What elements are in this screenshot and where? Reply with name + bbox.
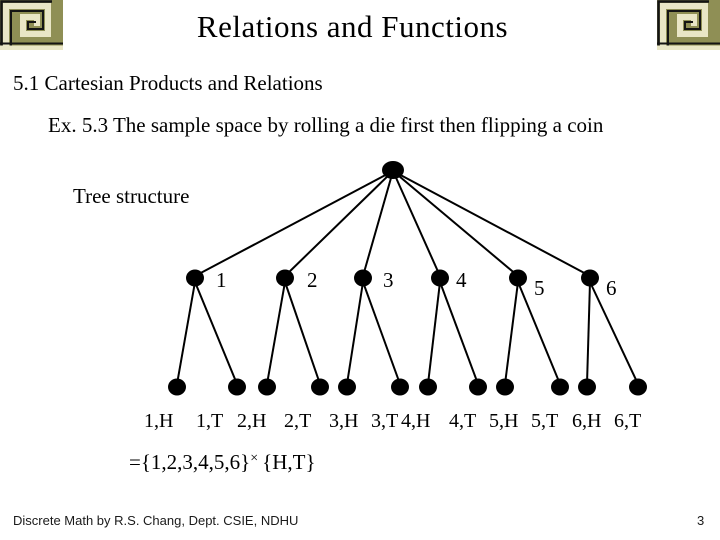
tree-node-label: 1 bbox=[216, 268, 227, 292]
greek-key-corner-icon bbox=[657, 0, 720, 50]
section-heading: 5.1 Cartesian Products and Relations bbox=[13, 71, 323, 95]
tree-structure-label: Tree structure bbox=[73, 184, 190, 208]
tree-level2-nodes bbox=[186, 269, 599, 287]
tree-root-node bbox=[382, 161, 404, 179]
tree-node-label: 3 bbox=[383, 268, 394, 292]
set-notation-lhs: ={1,2,3,4,5,6} bbox=[129, 450, 251, 474]
tree-node-label: 5 bbox=[534, 276, 545, 300]
leaf-label: 1,T bbox=[196, 410, 224, 432]
footer-credit: Discrete Math by R.S. Chang, Dept. CSIE,… bbox=[13, 513, 299, 528]
leaf-label: 5,H bbox=[489, 410, 519, 432]
tree-node-label: 4 bbox=[456, 268, 467, 292]
tree-node-label: 2 bbox=[307, 268, 318, 292]
example-heading: Ex. 5.3 The sample space by rolling a di… bbox=[48, 113, 604, 137]
tree-leaf-edges bbox=[176, 281, 639, 385]
tree-leaf-nodes bbox=[168, 378, 647, 396]
slide-title: Relations and Functions bbox=[196, 9, 509, 44]
page-number: 3 bbox=[697, 513, 705, 528]
leaf-label: 1,H bbox=[144, 410, 174, 432]
leaf-label: 5,T bbox=[531, 410, 559, 432]
greek-key-right-svg bbox=[657, 0, 720, 50]
tree-node-label: 6 bbox=[606, 276, 617, 300]
leaf-label: 6,T bbox=[614, 410, 642, 432]
leaf-label: 3,H bbox=[329, 410, 359, 432]
leaf-label: 6,H bbox=[572, 410, 602, 432]
leaf-label: 4,H bbox=[401, 410, 431, 432]
set-notation: ={1,2,3,4,5,6}×{H,T} bbox=[129, 450, 316, 475]
tree-root-edges bbox=[194, 170, 591, 277]
leaf-label: 4,T bbox=[449, 410, 477, 432]
cartesian-product-operator: × bbox=[250, 451, 259, 466]
set-notation-rhs: {H,T} bbox=[262, 450, 316, 474]
greek-key-corner-icon bbox=[0, 0, 63, 50]
greek-key-left-svg bbox=[0, 0, 63, 50]
leaf-label: 3,T bbox=[371, 410, 399, 432]
leaf-label: 2,T bbox=[284, 410, 312, 432]
leaf-label: 2,H bbox=[237, 410, 267, 432]
